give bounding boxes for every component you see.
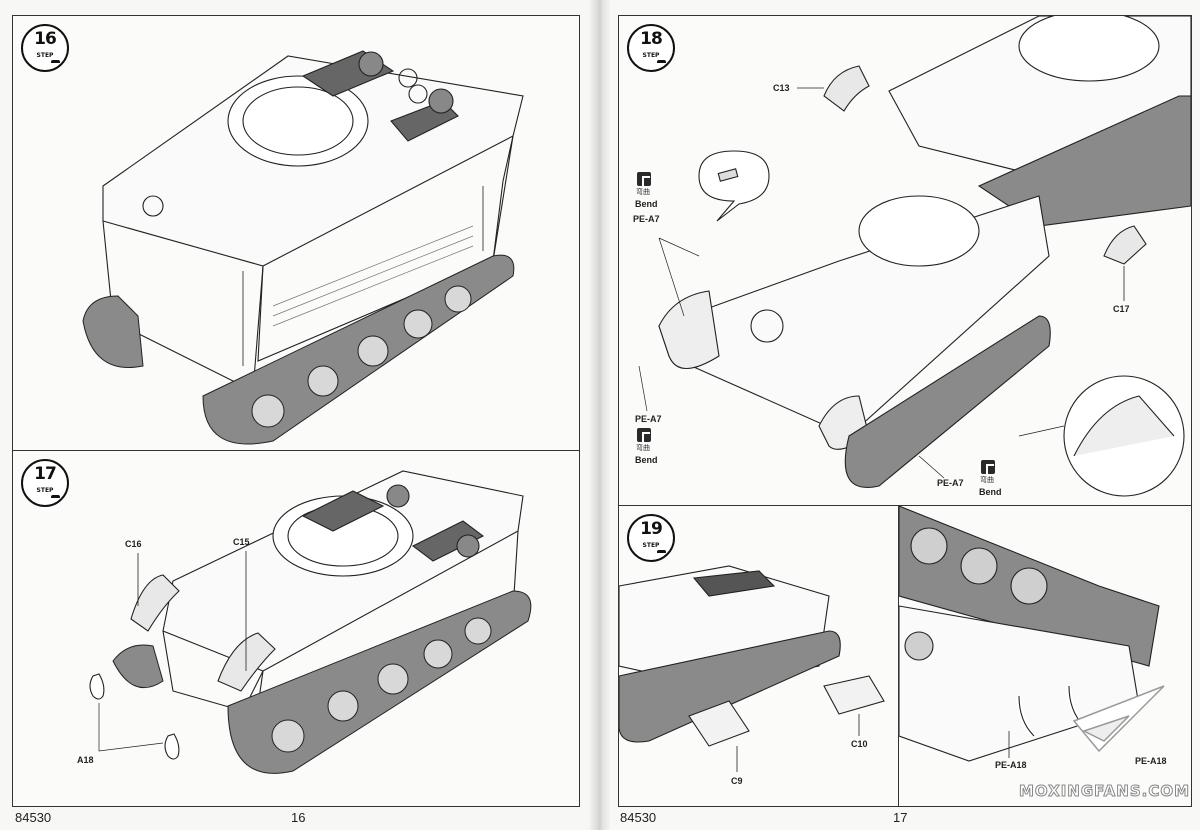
step-18-panel: 18 STEP C13 C1 [618,15,1192,507]
step-17-panel: 17 STEP C [12,450,580,807]
part-label-a18: A18 [77,755,94,765]
part-label-c17: C17 [1113,304,1130,314]
tank-icon [657,550,666,553]
step-16-badge: 16 STEP [21,24,69,72]
tank-icon [657,60,666,63]
part-label-pe-a18: PE-A18 [1135,756,1167,766]
part-c15-fender [217,632,276,692]
step-17-illustration [89,470,532,774]
part-label-c16: C16 [125,539,142,549]
part-c10-plate [823,675,885,715]
step-number: 16 [34,29,57,49]
step-number: 17 [34,464,57,484]
page-number-left: 16 [291,810,306,825]
part-label-c13: C13 [773,83,790,93]
part-label-c15: C15 [233,537,250,547]
tank-icon [51,60,60,63]
watermark-text: MOXINGFANS.COM [1018,782,1191,800]
bend-icon [981,460,995,474]
part-label-pe-a7: PE-A7 [635,414,662,424]
part-c9-plate [688,700,750,747]
fender-left [658,290,720,369]
watermark-logo [1072,685,1165,753]
step-16-panel: 16 STEP [12,15,580,451]
part-label-pe-a7: PE-A7 [633,214,660,224]
step-word: STEP [36,52,54,59]
step-18-badge: 18 STEP [627,24,675,72]
step-19-illustration-left [619,565,885,772]
part-c17-fender [1103,225,1147,265]
step-17-badge: 17 STEP [21,459,69,507]
step-19-badge: 19 STEP [627,514,675,562]
bend-note-zh: 弯曲 [980,476,994,484]
step-word: STEP [642,542,660,549]
step-word: STEP [642,52,660,59]
track-drawing [82,254,515,445]
bend-icon [637,172,651,186]
part-a18-shackle [164,733,180,760]
kit-code-left: 84530 [15,810,52,825]
step-19-illustration-right [899,506,1165,762]
hull-drawing [102,50,524,392]
part-a18-shackle [89,673,105,700]
part-label-pe-a7: PE-A7 [937,478,964,488]
step-18-illustration [638,16,1191,497]
step-number: 19 [640,519,663,539]
detail-callout-bubble [698,150,770,222]
tank-icon [51,495,60,498]
bend-note-zh: 弯曲 [636,188,650,196]
bend-note-en: Bend [635,455,658,465]
step-word: STEP [36,487,54,494]
part-label-pe-a18: PE-A18 [995,760,1027,770]
part-label-c10: C10 [851,739,868,749]
part-label-c9: C9 [731,776,743,786]
kit-code-right: 84530 [620,810,657,825]
page-number-right: 17 [893,810,908,825]
part-c13-fender [823,65,870,112]
binding-gutter [590,0,610,830]
step-19-panel-left: 19 STEP C9 C10 [618,505,901,807]
bend-note-zh: 弯曲 [636,444,650,452]
bend-icon [637,428,651,442]
step-16-illustration [82,50,524,445]
step-19-panel-right: PE-A18 PE-A18 MOXINGFANS.COM [898,505,1192,807]
bend-note-en: Bend [979,487,1002,497]
part-c16-fender [130,574,180,632]
bend-note-en: Bend [635,199,658,209]
step-number: 18 [640,29,663,49]
